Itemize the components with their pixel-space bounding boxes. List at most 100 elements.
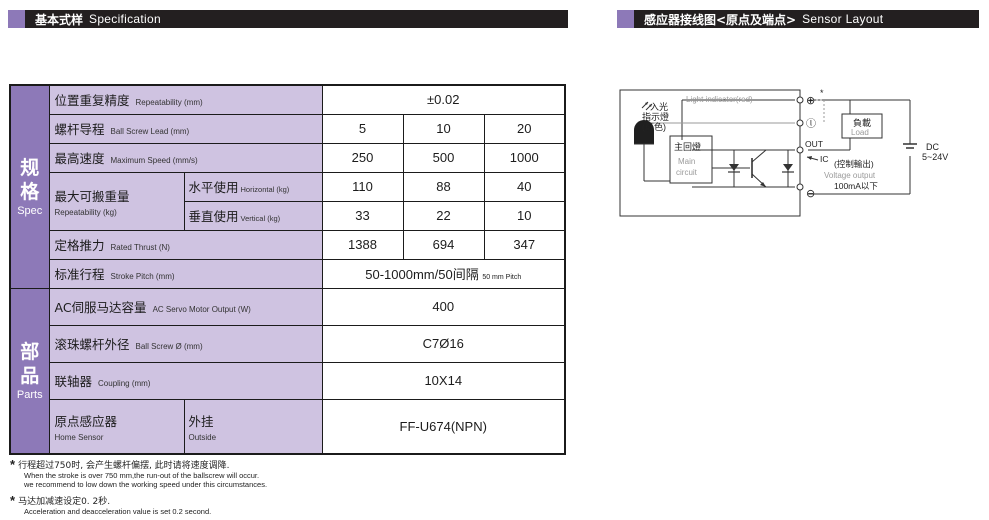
note-zh: 行程超过750时, 会产生螺杆偏摆, 此时请将速度调降. bbox=[18, 461, 230, 471]
parts-category-zh: 部品 bbox=[20, 341, 40, 388]
stroke-value: 50-1000mm/50间隔 50 mm Pitch bbox=[321, 258, 566, 289]
label-en: Ball Screw Ø (mm) bbox=[135, 341, 203, 351]
stroke-value-main: 50-1000mm/50间隔 bbox=[365, 267, 479, 282]
note-en: we recommend to low down the working spe… bbox=[24, 480, 268, 489]
indicator-label: 指示燈 bbox=[642, 111, 669, 122]
main-circuit-en: Main bbox=[678, 157, 695, 166]
outside-label: 外挂 Outside bbox=[183, 398, 323, 455]
lead-value: 5 bbox=[321, 113, 404, 144]
home-sensor-label: 原点感应器 Home Sensor bbox=[48, 398, 185, 455]
label-zh: 垂直使用 bbox=[188, 208, 239, 224]
indicator-dashed-link bbox=[808, 99, 825, 122]
label-zh: 最大可搬重量 bbox=[54, 188, 130, 204]
max-speed-value: 250 bbox=[321, 142, 404, 173]
ic-arrowhead-icon bbox=[807, 156, 812, 160]
screw-diameter-value: C7Ø16 bbox=[321, 324, 566, 363]
lead-value: 10 bbox=[402, 113, 485, 144]
light-indicator-label: Light indicator(red) bbox=[686, 95, 753, 104]
motor-value: 400 bbox=[321, 287, 566, 326]
note-asterisk: * bbox=[10, 493, 16, 508]
label-en: Stroke Pitch (mm) bbox=[110, 271, 175, 281]
vertical-value: 10 bbox=[483, 200, 566, 231]
spec-category-en: Spec bbox=[17, 205, 43, 218]
header-accent-block bbox=[8, 10, 25, 28]
plus-terminal-label: ⊕ bbox=[806, 95, 815, 107]
label-en: Vertical (kg) bbox=[240, 213, 281, 223]
thrust-label: 定格推力 Rated Thrust (N) bbox=[48, 229, 323, 260]
zener-diode-icon bbox=[783, 164, 793, 171]
load-box bbox=[841, 113, 883, 139]
current-label: 100mA以下 bbox=[834, 181, 878, 191]
arrowhead-icon bbox=[645, 102, 648, 105]
note-en: Acceleration and deacceleration value is… bbox=[24, 507, 212, 516]
stroke-label: 标准行程 Stroke Pitch (mm) bbox=[48, 258, 323, 289]
thrust-value: 694 bbox=[402, 229, 485, 260]
zener-diode-icon bbox=[729, 164, 739, 171]
label-zh: 外挂 bbox=[188, 413, 214, 429]
label-en: Maximum Speed (mm/s) bbox=[110, 155, 198, 165]
asterisk-label: * bbox=[820, 88, 824, 98]
out-label: OUT bbox=[805, 139, 823, 149]
note-stroke: *行程超过750时, 会产生螺杆偏摆, 此时请将速度调降. When the s… bbox=[10, 457, 268, 489]
transistor-collector bbox=[751, 149, 767, 163]
dc-voltage-label: 5~24V bbox=[922, 152, 948, 162]
red-label: (紅色) bbox=[642, 121, 666, 132]
voltage-output-label: Voltage output bbox=[824, 171, 876, 180]
stroke-value-small: 50 mm Pitch bbox=[482, 274, 522, 281]
parts-category-en: Parts bbox=[16, 389, 43, 402]
dc-label: DC bbox=[926, 142, 939, 152]
header-accent-block bbox=[617, 10, 634, 28]
label-en: Rated Thrust (N) bbox=[110, 242, 170, 252]
max-speed-value: 1000 bbox=[483, 142, 566, 173]
label-en: Ball Screw Lead (mm) bbox=[110, 126, 190, 136]
main-circuit-zh: 主回燈 bbox=[674, 141, 701, 152]
table-row: 标准行程 Stroke Pitch (mm) 50-1000mm/50间隔 50 … bbox=[10, 258, 566, 289]
main-circuit-box bbox=[669, 135, 713, 184]
label-zh: 定格推力 bbox=[54, 237, 105, 253]
emitter-arrow-icon bbox=[760, 182, 766, 187]
arrowhead-icon bbox=[649, 104, 652, 107]
light-terminal-label: ⓛ bbox=[806, 118, 816, 130]
incident-label: 入光 bbox=[650, 101, 668, 112]
parts-category-cell: 部品 Parts bbox=[9, 287, 50, 455]
thrust-value: 1388 bbox=[321, 229, 404, 260]
repeatability-value: ±0.02 bbox=[321, 84, 566, 115]
note-zh: 马达加减速设定0. 2秒. bbox=[18, 497, 111, 507]
sensor-layout-header: 感应器接线图<原点及端点> Sensor Layout bbox=[617, 10, 979, 28]
load-zh: 負載 bbox=[853, 117, 871, 128]
horizontal-value: 40 bbox=[483, 171, 566, 202]
max-speed-value: 500 bbox=[402, 142, 485, 173]
load-en: Load bbox=[851, 128, 869, 137]
label-en: Repeatability (mm) bbox=[135, 97, 203, 107]
control-output-label: (控制輸出) bbox=[834, 159, 874, 169]
table-row: 原点感应器 Home Sensor 外挂 Outside FF-U674(NPN… bbox=[10, 398, 566, 455]
note-asterisk: * bbox=[10, 457, 16, 472]
terminal-dot-icon bbox=[796, 183, 804, 191]
label-en: Horizontal (kg) bbox=[240, 184, 290, 194]
terminal-dot-icon bbox=[796, 146, 804, 154]
sensor-wiring-diagram: Light indicator(red) 入光 指示燈 (紅色) 主回燈 Mai… bbox=[619, 88, 948, 217]
lead-value: 20 bbox=[483, 113, 566, 144]
label-zh: 原点感应器 bbox=[54, 413, 118, 429]
spec-category-cell: 规格 Spec bbox=[9, 84, 50, 289]
spec-category-zh: 规格 bbox=[20, 157, 40, 204]
specification-header-en: Specification bbox=[89, 12, 161, 26]
coupling-value: 10X14 bbox=[321, 361, 566, 400]
specification-header: 基本式样 Specification bbox=[8, 10, 568, 28]
label-zh: 标准行程 bbox=[54, 266, 105, 282]
vertical-value: 33 bbox=[321, 200, 404, 231]
terminal-dot-icon bbox=[796, 119, 804, 127]
home-sensor-value: FF-U674(NPN) bbox=[321, 398, 566, 455]
